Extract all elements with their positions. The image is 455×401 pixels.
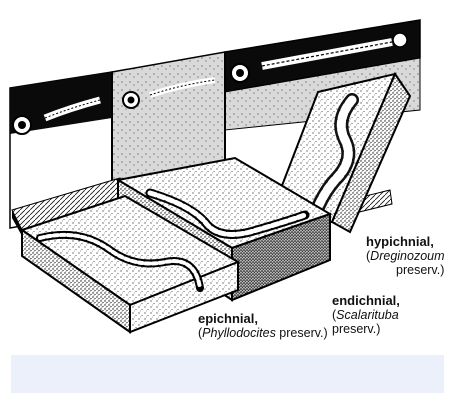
label-epichnial: epichnial, (Phyllodocites preserv.) [198,312,328,340]
label-endichnial-term: endichnial, [332,293,400,308]
label-hypichnial-suffix: preserv.) [396,263,444,277]
label-epichnial-suffix: preserv.) [276,326,328,340]
label-endichnial-suffix: preserv.) [332,322,380,336]
label-hypichnial-genus: Dreginozoum [370,249,444,263]
label-hypichnial-term: hypichnial, [366,234,434,249]
label-epichnial-genus: Phyllodocites [202,326,276,340]
label-hypichnial: hypichnial, (Dreginozoum preserv.) [366,235,445,277]
label-endichnial-genus: Scalarituba [336,308,399,322]
label-endichnial: endichnial, (Scalarituba preserv.) [332,294,400,336]
label-epichnial-term: epichnial, [198,311,258,326]
caption-bar [11,355,444,393]
